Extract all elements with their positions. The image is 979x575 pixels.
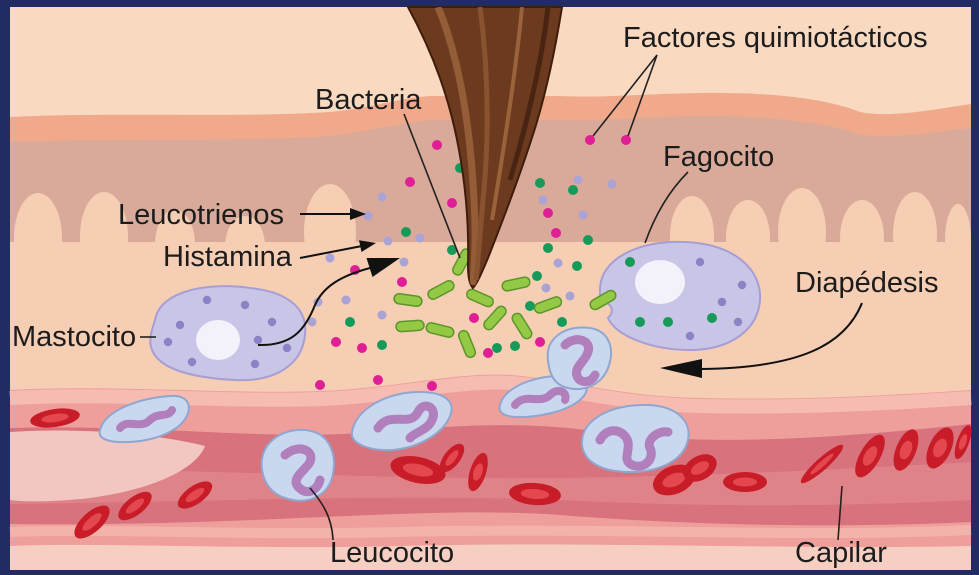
phagocyte-granule bbox=[686, 332, 694, 340]
mediator-dot bbox=[416, 234, 425, 243]
label-leukocyte: Leucocito bbox=[330, 537, 454, 569]
phagocyte-green-granule bbox=[707, 313, 717, 323]
phagocyte-granule bbox=[718, 298, 726, 306]
chemotactic-factor-dot bbox=[621, 135, 631, 145]
capillary-lower-wall bbox=[10, 530, 971, 533]
chemotactic-factor-dot bbox=[357, 343, 367, 353]
mediator-dot bbox=[400, 258, 409, 267]
phagocyte-granule bbox=[696, 258, 704, 266]
green-dot bbox=[532, 271, 542, 281]
green-dot bbox=[377, 340, 387, 350]
green-dot bbox=[543, 243, 553, 253]
chemotactic-factor-dot bbox=[427, 381, 437, 391]
chemotactic-factor-dot bbox=[397, 277, 407, 287]
green-dot bbox=[525, 301, 535, 311]
mediator-dot bbox=[566, 292, 575, 301]
chemotactic-factor-dot bbox=[447, 198, 457, 208]
phagocyte bbox=[600, 242, 760, 350]
green-dot bbox=[401, 227, 411, 237]
dermal-papilla bbox=[893, 192, 937, 276]
mediator-dot bbox=[539, 196, 548, 205]
dermal-papilla bbox=[840, 200, 884, 276]
green-dot bbox=[557, 317, 567, 327]
label-bacteria: Bacteria bbox=[315, 84, 422, 116]
mast-cell-granule bbox=[254, 336, 262, 344]
green-dot bbox=[535, 178, 545, 188]
mediator-dot bbox=[574, 176, 583, 185]
red-blood-cell bbox=[723, 472, 767, 492]
green-dot bbox=[345, 317, 355, 327]
mast-cell-granule bbox=[268, 318, 276, 326]
mediator-dot bbox=[579, 211, 588, 220]
leukocyte bbox=[262, 430, 334, 501]
mast-cell-granule bbox=[164, 338, 172, 346]
label-capillary: Capilar bbox=[795, 537, 887, 569]
label-leukotrienes: Leucotrienos bbox=[118, 199, 284, 231]
mast-cell-granule bbox=[283, 344, 291, 352]
mediator-dot bbox=[384, 237, 393, 246]
mediator-dot bbox=[608, 180, 617, 189]
phagocyte-green-granule bbox=[635, 317, 645, 327]
chemotactic-factor-dot bbox=[551, 228, 561, 238]
leukocyte-diapedesis bbox=[548, 328, 611, 389]
label-histamine: Histamina bbox=[163, 241, 293, 273]
chemotactic-factor-dot bbox=[535, 337, 545, 347]
mediator-dot bbox=[378, 193, 387, 202]
chemotactic-factor-dot bbox=[432, 140, 442, 150]
red-blood-cell-center bbox=[733, 478, 757, 487]
label-diapedesis: Diapédesis bbox=[795, 267, 938, 299]
dermal-papilla bbox=[14, 193, 62, 283]
mediator-dot bbox=[378, 311, 387, 320]
phagocyte-green-granule bbox=[625, 257, 635, 267]
chemotactic-factor-dot bbox=[315, 380, 325, 390]
chemotactic-factor-dot bbox=[543, 208, 553, 218]
phagocyte-cytoplasm bbox=[600, 242, 760, 350]
chemotactic-factor-dot bbox=[585, 135, 595, 145]
phagocyte-granule bbox=[738, 281, 746, 289]
dermal-papilla bbox=[304, 184, 356, 280]
label-chemotactic-factors: Factores quimiotácticos bbox=[623, 22, 928, 54]
chemotactic-factor-dot bbox=[483, 348, 493, 358]
dermal-papilla bbox=[778, 188, 826, 276]
green-dot bbox=[492, 343, 502, 353]
mediator-dot bbox=[326, 254, 335, 263]
mast-cell bbox=[150, 286, 305, 380]
mast-cell-granule bbox=[241, 301, 249, 309]
phagocyte-green-granule bbox=[663, 317, 673, 327]
mast-cell-granule bbox=[203, 296, 211, 304]
dermal-papilla bbox=[945, 204, 971, 276]
mediator-dot bbox=[342, 296, 351, 305]
mediator-dot bbox=[554, 259, 563, 268]
mediator-dot bbox=[364, 212, 373, 221]
mast-cell-granule bbox=[176, 321, 184, 329]
mast-cell-granule bbox=[251, 360, 259, 368]
green-dot bbox=[510, 341, 520, 351]
green-dot bbox=[583, 235, 593, 245]
label-phagocyte: Fagocito bbox=[663, 141, 774, 173]
chemotactic-factor-dot bbox=[469, 313, 479, 323]
phagocyte-nucleus bbox=[635, 260, 685, 304]
label-mast-cell: Mastocito bbox=[12, 321, 136, 353]
mediator-dot bbox=[542, 284, 551, 293]
chemotactic-factor-dot bbox=[331, 337, 341, 347]
phagocyte-granule bbox=[734, 318, 742, 326]
chemotactic-factor-dot bbox=[373, 375, 383, 385]
mast-cell-nucleus bbox=[196, 320, 240, 360]
green-dot bbox=[572, 261, 582, 271]
bacterium bbox=[396, 320, 425, 332]
mast-cell-granule bbox=[188, 358, 196, 366]
green-dot bbox=[568, 185, 578, 195]
chemotactic-factor-dot bbox=[405, 177, 415, 187]
